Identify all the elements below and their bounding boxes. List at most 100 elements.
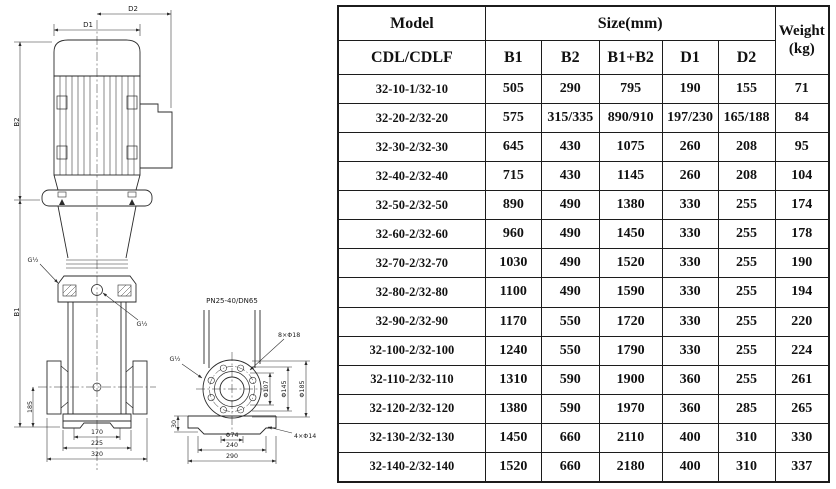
size-cell: 261 <box>774 364 830 395</box>
size-cell: 2110 <box>598 422 663 453</box>
size-cell: 255 <box>717 190 776 221</box>
dim-label-107: Φ107 <box>263 381 270 398</box>
dim-label-170: 170 <box>91 429 103 436</box>
dim-label-d2: D2 <box>128 5 138 13</box>
side-plug-callout: G½ <box>170 355 181 363</box>
dim-label-b1: B1 <box>13 307 21 316</box>
flange-centerlines <box>196 352 268 430</box>
size-cell: 190 <box>774 248 830 279</box>
flange-bolt <box>57 191 67 198</box>
dim-label-225: 225 <box>91 440 103 447</box>
header-d1: D1 <box>661 40 719 75</box>
discharge-neck <box>125 365 134 409</box>
pump-shroud <box>57 205 137 259</box>
motor-boss <box>126 95 138 110</box>
side-view-dimensions <box>174 338 310 464</box>
size-cell: 715 <box>484 161 542 192</box>
size-cell: 490 <box>540 277 600 308</box>
size-cell: 490 <box>540 248 600 279</box>
size-cell: 960 <box>484 219 542 250</box>
size-cell: 1380 <box>598 190 663 221</box>
size-cell: 265 <box>774 393 830 424</box>
size-cell: 590 <box>540 393 600 424</box>
size-cell: 104 <box>774 161 830 192</box>
pump-drawing-svg: D1 D2 B2 B1 185 170 225 320 G½ G½ <box>13 5 316 470</box>
size-cell: 2180 <box>598 451 663 483</box>
size-cell: 590 <box>540 364 600 395</box>
dim-label-185f: Φ185 <box>299 381 306 398</box>
dimension-table: Model Size(mm) Weight (kg) CDL/CDLF B1 B… <box>337 5 831 483</box>
header-b2: B2 <box>540 40 600 75</box>
size-cell: 190 <box>661 73 719 105</box>
size-cell: 1145 <box>598 161 663 192</box>
side-base <box>187 415 277 435</box>
size-cell: 890/910 <box>598 103 663 134</box>
size-cell: 208 <box>717 161 776 192</box>
front-view-dimensions <box>14 10 172 462</box>
size-cell: 84 <box>774 103 830 134</box>
header-model-sub: CDL/CDLF <box>337 40 486 75</box>
size-cell: 660 <box>540 451 600 483</box>
size-cell: 645 <box>484 132 542 163</box>
dim-label-185: 185 <box>27 401 34 413</box>
chamber-column <box>67 302 127 414</box>
motor-boss <box>56 95 68 110</box>
size-cell: 330 <box>661 306 719 337</box>
model-cell: 32-100-2/32-100 <box>337 335 486 366</box>
header-weight-line1: Weight <box>778 23 825 40</box>
size-cell: 1520 <box>598 248 663 279</box>
size-cell: 400 <box>661 422 719 453</box>
size-cell: 430 <box>540 161 600 192</box>
size-cell: 890 <box>484 190 542 221</box>
size-cell: 1970 <box>598 393 663 424</box>
size-cell: 1450 <box>598 219 663 250</box>
size-cell: 1240 <box>484 335 542 366</box>
plug-callout-lower: G½ <box>137 320 148 328</box>
suction-flange <box>46 360 62 415</box>
model-cell: 32-70-2/32-70 <box>337 248 486 279</box>
header-b1: B1 <box>484 40 542 75</box>
size-cell: 224 <box>774 335 830 366</box>
size-cell: 255 <box>717 277 776 308</box>
head-hatch-block <box>117 284 132 297</box>
model-cell: 32-110-2/32-110 <box>337 364 486 395</box>
plug-callout-upper: G½ <box>28 256 39 264</box>
base-feet <box>62 421 132 429</box>
size-cell: 505 <box>484 73 542 105</box>
motor-body <box>53 75 141 176</box>
side-view <box>187 310 277 435</box>
model-cell: 32-80-2/32-80 <box>337 277 486 308</box>
size-cell: 1900 <box>598 364 663 395</box>
header-model: Model <box>337 5 486 41</box>
motor-fan-cover <box>53 39 141 77</box>
model-cell: 32-120-2/32-120 <box>337 393 486 424</box>
motor-boss <box>126 145 138 160</box>
size-cell: 1030 <box>484 248 542 279</box>
model-cell: 32-20-2/32-20 <box>337 103 486 134</box>
motor-boss <box>56 145 68 160</box>
size-cell: 178 <box>774 219 830 250</box>
front-view <box>38 20 173 470</box>
size-cell: 1310 <box>484 364 542 395</box>
size-cell: 330 <box>661 190 719 221</box>
size-cell: 155 <box>717 73 776 105</box>
flange-bolt <box>127 191 137 198</box>
dim-label-30: 30 <box>171 420 178 428</box>
size-cell: 330 <box>661 335 719 366</box>
dim-label-d1: D1 <box>83 21 93 29</box>
size-cell: 1520 <box>484 451 542 483</box>
size-cell: 550 <box>540 306 600 337</box>
base-holes-callout: 4×Φ14 <box>294 433 316 440</box>
flange-spec-label: PN25-40/DN65 <box>206 297 258 305</box>
size-cell: 575 <box>484 103 542 134</box>
size-cell: 255 <box>717 364 776 395</box>
